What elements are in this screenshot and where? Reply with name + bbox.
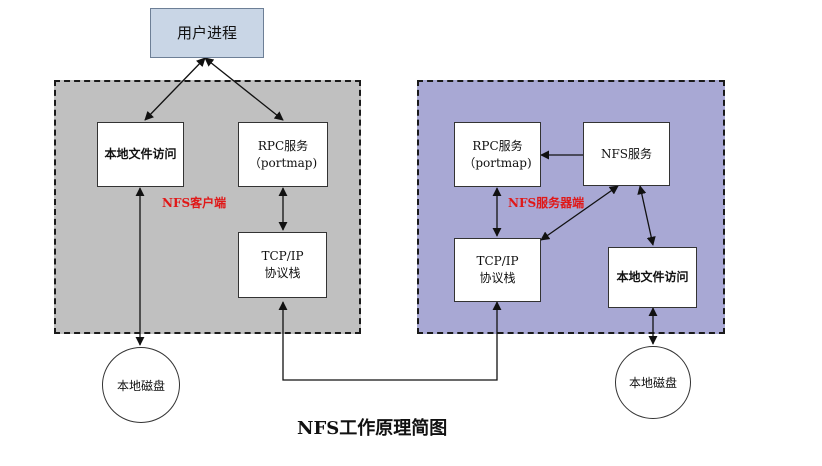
client-local-disk-label: 本地磁盘 (116, 378, 165, 393)
client-tcpip-box: TCP/IP 协议栈 (238, 232, 327, 298)
user-process-box: 用户进程 (150, 8, 264, 58)
arrow-user-to-local-access (144, 57, 206, 121)
client-rpc-box: RPC服务 （portmap) (238, 122, 328, 187)
nfs-service-label: NFS服务 (600, 146, 653, 161)
arrow-nfs-tcpip (540, 185, 619, 241)
server-rpc-box: RPC服务 （portmap) (454, 122, 541, 187)
server-tcpip-box: TCP/IP 协议栈 (454, 238, 541, 302)
server-rpc-line1: RPC服务 (472, 138, 523, 153)
client-local-disk: 本地磁盘 (102, 347, 180, 423)
network-link (278, 301, 502, 381)
client-rpc-line1: RPC服务 (257, 138, 309, 153)
nfs-service-box: NFS服务 (583, 122, 670, 186)
client-tcpip-line2: 协议栈 (264, 266, 301, 280)
user-process-label: 用户进程 (176, 23, 237, 42)
client-local-file-access-box: 本地文件访问 (97, 122, 184, 187)
client-local-file-access-label: 本地文件访问 (104, 147, 177, 161)
server-local-file-access-label: 本地文件访问 (616, 270, 689, 284)
server-region-label: NFS服务器端 (508, 196, 585, 210)
server-rpc-line2: （portmap) (463, 155, 532, 170)
diagram-caption: NFS工作原理简图 (297, 418, 448, 439)
client-tcpip-line1: TCP/IP (261, 249, 304, 263)
server-local-disk-label: 本地磁盘 (628, 376, 677, 390)
client-region-label: NFS客户端 (162, 196, 227, 210)
arrow-nfs-local-access (637, 185, 656, 246)
server-local-disk: 本地磁盘 (615, 346, 691, 419)
client-rpc-line2: （portmap) (248, 155, 318, 170)
server-local-file-access-box: 本地文件访问 (608, 247, 697, 308)
arrow-user-to-client-rpc (204, 57, 284, 121)
server-tcpip-line2: 协议栈 (479, 271, 516, 285)
server-tcpip-line1: TCP/IP (476, 254, 519, 268)
